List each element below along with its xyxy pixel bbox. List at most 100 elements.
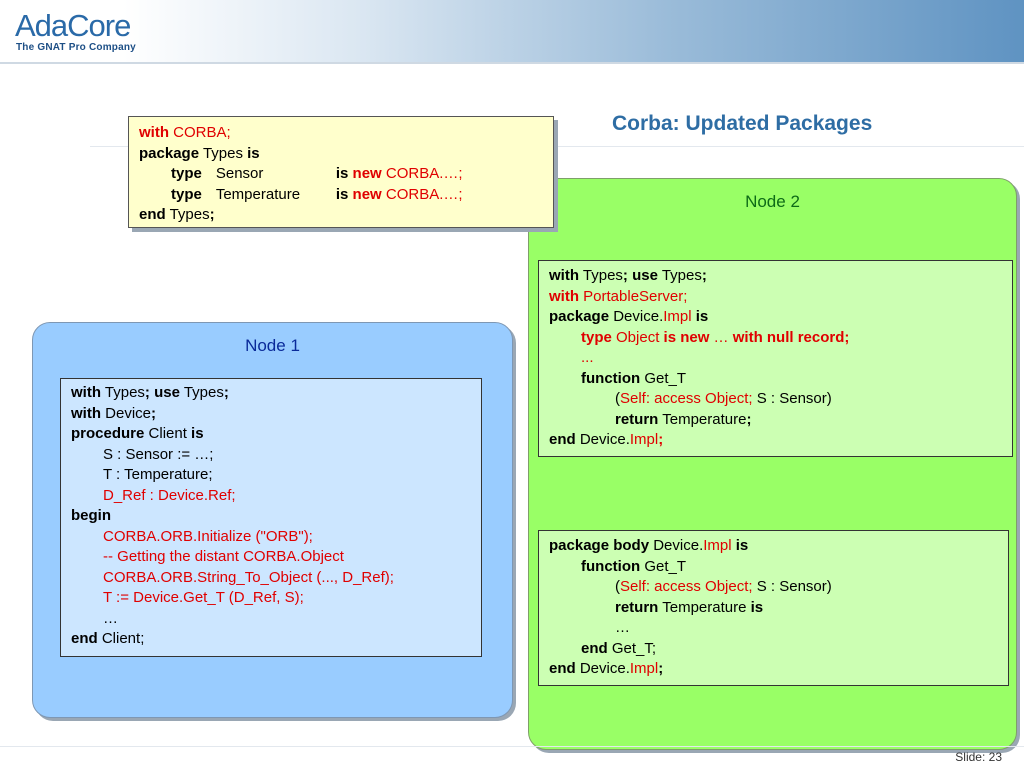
- node-2-title: Node 2: [745, 192, 800, 211]
- code-text: CORBA.…;: [381, 185, 463, 203]
- code-text: Types: [657, 267, 702, 284]
- code-text: Impl: [629, 431, 659, 448]
- code-text: (: [615, 578, 620, 595]
- keyword: end: [549, 660, 576, 677]
- node-1-panel: Node 1 with Types; use Types; with Devic…: [32, 322, 513, 718]
- keyword: with: [549, 267, 579, 284]
- header-banner: AdaCore The GNAT Pro Company: [0, 0, 1024, 64]
- keyword: end: [581, 639, 608, 657]
- code-text: Get_T: [640, 369, 687, 387]
- code-text: (: [615, 390, 620, 407]
- code-text: Device.: [649, 537, 704, 554]
- code-text: Types: [179, 384, 224, 401]
- code-text: Impl: [703, 537, 732, 554]
- keyword: new: [352, 185, 382, 203]
- code-line: end Client;: [71, 629, 471, 650]
- code-line: T := Device.Get_T (D_Ref, S);: [103, 589, 304, 606]
- code-text: Client;: [97, 630, 145, 647]
- code-text: ;: [701, 267, 707, 284]
- code-line: end Get_T;: [549, 639, 998, 660]
- node-2-panel: Node 2 with Types; use Types; with Porta…: [528, 178, 1017, 750]
- code-text: ;: [658, 660, 664, 677]
- client-procedure-box: with Types; use Types; with Device; proc…: [60, 378, 482, 657]
- code-line: package Device.Impl is: [549, 307, 1002, 328]
- code-line: begin: [71, 507, 111, 524]
- slide-number: Slide: 23: [955, 750, 1002, 764]
- code-line: …: [103, 609, 118, 627]
- code-text: Impl: [663, 308, 692, 325]
- code-text: Device: [101, 404, 152, 422]
- code-line: (Self: access Object; S : Sensor): [549, 577, 998, 598]
- code-line: return Temperature;: [549, 410, 1002, 431]
- keyword: end: [549, 431, 576, 448]
- keyword: is: [191, 425, 204, 442]
- keyword: ; use: [622, 267, 658, 284]
- keyword: is: [335, 165, 349, 182]
- code-line: with CORBA;: [139, 123, 543, 144]
- code-text: ;: [658, 431, 664, 448]
- code-text: Object: [611, 328, 664, 346]
- code-text: ;: [151, 404, 157, 422]
- keyword: is: [335, 185, 349, 203]
- keyword: with null record;: [732, 328, 850, 346]
- code-text: Self: access Object;: [620, 390, 753, 407]
- keyword: is new: [663, 328, 710, 346]
- code-line: end Device.Impl;: [549, 430, 1002, 451]
- code-text: Device.: [609, 308, 664, 325]
- keyword: package body: [549, 537, 650, 554]
- code-text: Temperature: [658, 410, 747, 428]
- code-line: package body Device.Impl is: [549, 536, 998, 557]
- keyword: function: [581, 369, 641, 387]
- logo-core: Core: [67, 8, 131, 43]
- keyword: return: [615, 598, 659, 616]
- keyword: is: [247, 144, 260, 162]
- keyword: return: [615, 410, 659, 428]
- code-line: procedure Client is: [71, 424, 471, 445]
- code-line: with PortableServer;: [549, 287, 1002, 308]
- code-text: ;: [223, 384, 229, 401]
- code-text: Sensor: [215, 165, 264, 182]
- keyword: ; use: [144, 384, 180, 401]
- code-text: Self: access Object;: [620, 578, 753, 595]
- logo-tagline: The GNAT Pro Company: [16, 42, 136, 53]
- code-line: return Temperature is: [549, 598, 998, 619]
- code-line: function Get_T: [549, 369, 1002, 390]
- keyword: with: [71, 404, 101, 422]
- code-text: CORBA;: [169, 124, 231, 141]
- title-divider: [90, 146, 1024, 147]
- keyword: package: [549, 308, 610, 325]
- code-text: Types: [165, 206, 210, 223]
- node-1-title: Node 1: [245, 336, 300, 355]
- slide-title: Corba: Updated Packages: [612, 112, 873, 135]
- keyword: with: [549, 287, 579, 305]
- code-line: with Types; use Types;: [71, 383, 471, 404]
- footer-divider: [0, 746, 1024, 747]
- code-text: Types: [101, 384, 145, 401]
- code-text: Types: [579, 267, 623, 284]
- code-line: end Types;: [139, 205, 543, 226]
- code-text: Device.: [575, 660, 630, 677]
- code-text: Device.: [575, 431, 630, 448]
- code-line: with Device;: [71, 404, 471, 425]
- code-line: type Object is new … with null record;: [549, 328, 1002, 349]
- code-line: -- Getting the distant CORBA.Object: [103, 548, 344, 565]
- code-line: T : Temperature;: [103, 466, 213, 483]
- code-text: Get_T: [640, 557, 687, 575]
- keyword: function: [581, 557, 641, 575]
- code-line: function Get_T: [549, 557, 998, 578]
- code-text: PortableServer;: [579, 287, 688, 305]
- keyword: with: [71, 384, 101, 401]
- adacore-logo: AdaCore The GNAT Pro Company: [15, 8, 136, 53]
- keyword: end: [139, 206, 166, 223]
- code-text: ;: [209, 206, 215, 223]
- code-line: ...: [581, 349, 594, 366]
- code-line: S : Sensor := …;: [103, 445, 214, 463]
- code-line: CORBA.ORB.String_To_Object (..., D_Ref);: [103, 568, 394, 586]
- code-text: CORBA.…;: [381, 165, 463, 182]
- keyword: type: [171, 185, 202, 203]
- logo-ada: Ada: [15, 8, 68, 43]
- code-line: with Types; use Types;: [549, 266, 1002, 287]
- device-impl-body-box: package body Device.Impl is function Get…: [538, 530, 1009, 686]
